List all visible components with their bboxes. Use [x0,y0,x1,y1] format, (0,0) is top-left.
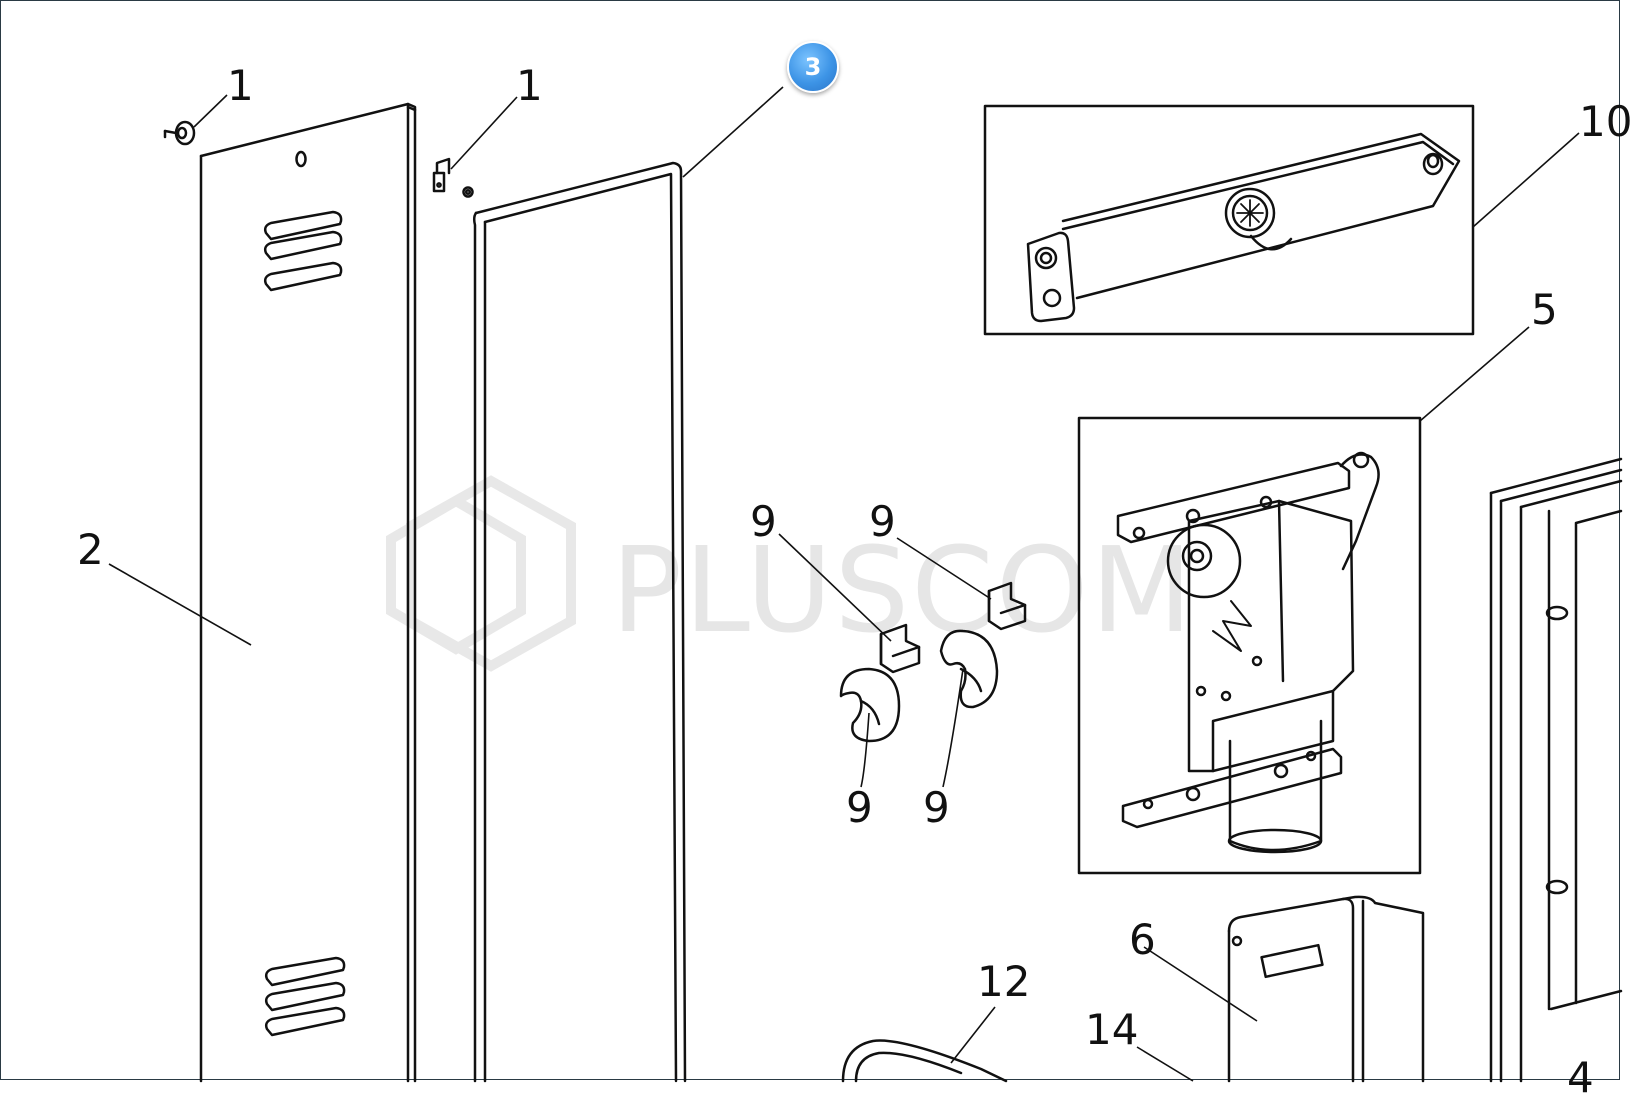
callout-5: 5 [1531,285,1558,334]
callout-6: 6 [1129,915,1156,964]
leader-5 [1419,326,1530,422]
part-9-ring-right [939,629,999,709]
leader-3 [682,86,784,178]
part-5-mechanism [1077,416,1422,875]
part-4-side-frame [1489,457,1623,1083]
callout-4: 4 [1567,1053,1594,1102]
part-6-cover [1227,895,1425,1083]
part-12-handle [841,1039,1008,1083]
leader-1a [193,94,228,128]
callout-9d: 9 [923,783,950,832]
part-3-door-frame [472,161,687,1083]
leader-9a [778,533,892,642]
watermark-text: PLUSCOM [611,521,1195,659]
callout-1a: 1 [227,61,254,110]
leader-9d [942,668,964,788]
part-9-clip-left [879,623,921,674]
leader-14 [1136,1046,1194,1082]
leader-10 [1472,132,1580,228]
part-9-ring-left [839,667,901,743]
part-9-clip-right [987,581,1027,631]
leader-12 [950,1006,996,1064]
leader-9c [860,712,870,788]
leader-9b [896,537,992,600]
callout-1b: 1 [516,61,543,110]
part-1-knob [163,120,196,146]
callout-12: 12 [977,957,1031,1006]
part-1-clip [432,157,474,198]
leader-1b [450,96,518,170]
callout-9b: 9 [869,497,896,546]
watermark-logo [386,475,576,672]
part-2-locker-door [199,102,417,1083]
callout-9a: 9 [750,497,777,546]
callout-9c: 9 [846,783,873,832]
callout-10: 10 [1579,97,1632,146]
part-3-badge[interactable]: 3 [787,41,839,93]
leader-6 [1143,946,1258,1022]
callout-2: 2 [77,525,104,574]
part-10-hinge-arm [983,104,1475,336]
callout-14: 14 [1085,1005,1139,1054]
leader-2 [108,563,252,646]
diagram-drawing [108,86,1623,1083]
